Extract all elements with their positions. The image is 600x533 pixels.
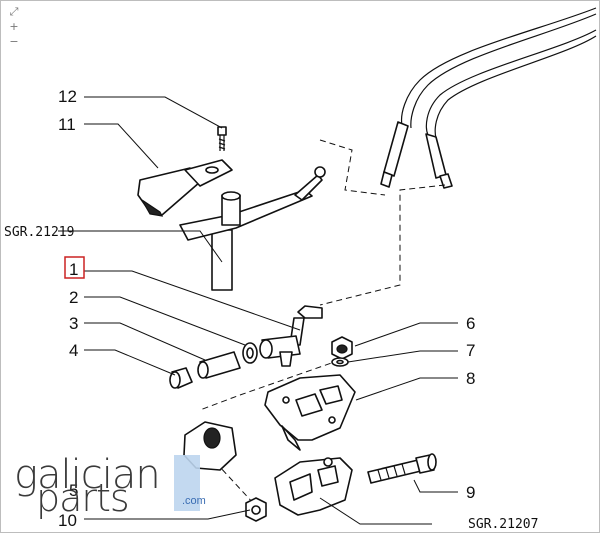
watermark-line1: galician (14, 452, 161, 498)
callout-11: 11 (58, 115, 76, 134)
part-1-selector-lever (259, 305, 323, 367)
callout-1: 1 (69, 260, 78, 279)
fit-view-icon[interactable]: ⤢ (9, 5, 19, 18)
part-6-nut (331, 336, 353, 360)
leader-lines (58, 96, 458, 525)
part-12-screw (217, 126, 227, 151)
watermark-flag (174, 455, 200, 511)
callout-9: 9 (466, 483, 475, 502)
zoom-out-icon[interactable]: − (9, 35, 19, 48)
callout-3: 3 (69, 314, 78, 333)
part-10-nut (245, 497, 267, 522)
reference-sgr-21219: SGR.21219 (4, 225, 74, 240)
zoom-toolbar: ⤢ + − (7, 5, 23, 50)
part-2-ring (242, 342, 258, 364)
watermark-line2: parts (36, 476, 130, 520)
callout-12: 12 (58, 87, 77, 106)
part-3-pin (197, 351, 241, 379)
callout-1-highlight (64, 256, 85, 279)
callout-8: 8 (466, 369, 475, 388)
watermark-logo: galician parts .com (14, 452, 214, 522)
callout-10: 10 (58, 511, 77, 530)
part-8-mounting-plate (264, 374, 356, 451)
watermark-suffix: .com (182, 495, 206, 507)
reference-sgr-21207: SGR.21207 (468, 517, 538, 532)
callout-6: 6 (466, 314, 475, 333)
callout-5: 5 (69, 481, 78, 500)
part-9-bolt (367, 453, 437, 484)
shift-lever-assembly (179, 166, 326, 291)
callout-7: 7 (466, 341, 475, 360)
part-4-bushing (169, 367, 193, 389)
bottom-bracket (274, 457, 353, 516)
zoom-in-icon[interactable]: + (9, 20, 19, 33)
shift-cables (380, 7, 597, 189)
part-11-knob-bracket (137, 159, 233, 217)
callout-4: 4 (69, 341, 78, 360)
callout-2: 2 (69, 288, 78, 307)
part-7-washer (331, 357, 349, 367)
